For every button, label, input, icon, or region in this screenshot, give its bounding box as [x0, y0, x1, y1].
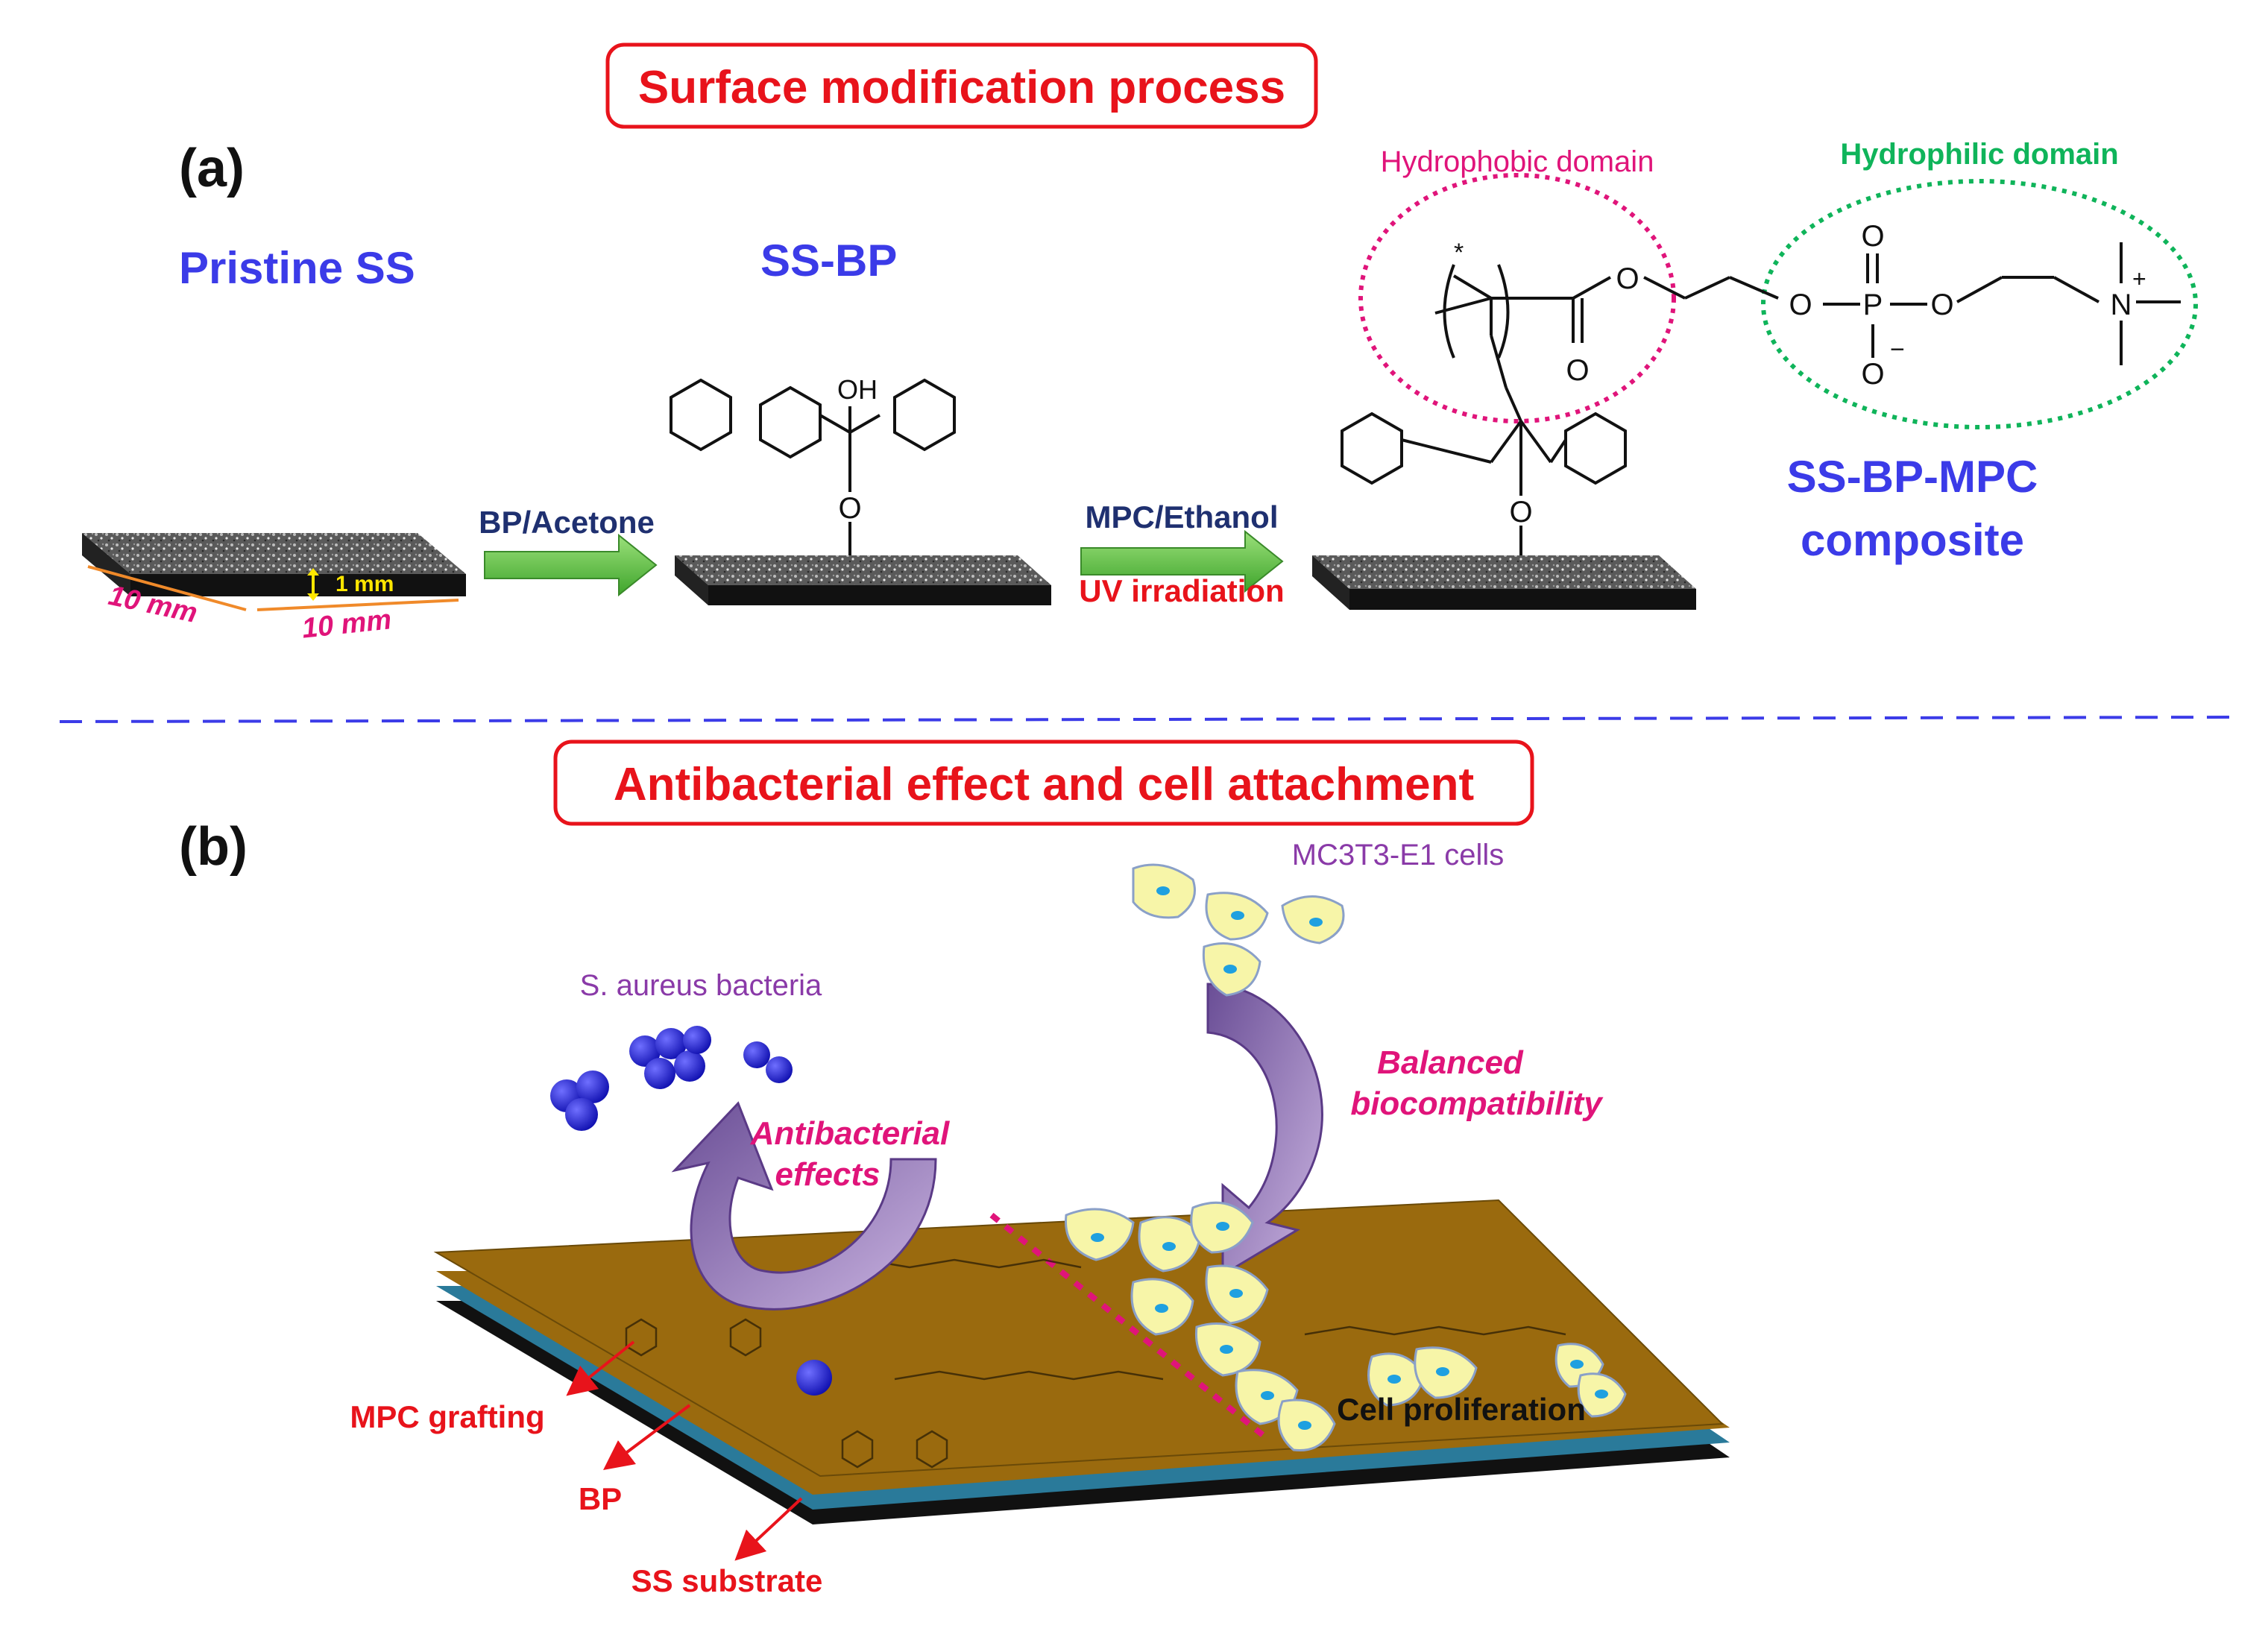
- section-divider: [59, 716, 2237, 723]
- dimension-width-arrow: [87, 565, 459, 611]
- step1-arrow: [484, 533, 658, 597]
- chem-o-anchor: O: [1509, 496, 1532, 529]
- chem-o-double: O: [1861, 220, 1884, 253]
- bacteria-clusters: [550, 1026, 832, 1396]
- bp-molecule: [670, 378, 956, 555]
- panel-b-title-box: [553, 740, 1534, 826]
- chem-o-ester: O: [1616, 262, 1639, 295]
- chem-star: *: [1454, 239, 1464, 267]
- panel-b-label: (b): [179, 817, 248, 877]
- ss-bp-plate: [675, 555, 1051, 605]
- hydrophilic-domain-label: Hydrophilic domain: [1840, 138, 2118, 171]
- pristine-ss-label: Pristine SS: [179, 243, 415, 293]
- dimension-thickness-arrow: [307, 568, 319, 601]
- hydrophobic-domain-label: Hydrophobic domain: [1381, 145, 1654, 178]
- balanced-label-line1: Balanced: [1377, 1044, 1524, 1081]
- ss-substrate-arrow: [734, 1497, 803, 1561]
- antibacterial-label-line2: effects: [775, 1156, 880, 1193]
- composite-label-line2: composite: [1801, 515, 2024, 565]
- panel-a-title-box: [605, 42, 1318, 129]
- chem-o-link2: O: [1930, 288, 1953, 321]
- surface-molecules: [625, 1258, 1566, 1469]
- chem-plus: +: [2132, 265, 2146, 292]
- layer-bp-label: BP: [579, 1481, 622, 1516]
- step2-label-line1: MPC/Ethanol: [1086, 499, 1279, 535]
- bp-o-label: O: [838, 492, 861, 525]
- layer-mpc-label: MPC grafting: [350, 1399, 544, 1434]
- step2-label-line2: UV irradiation: [1079, 573, 1284, 608]
- dim-length-label: 10 mm: [300, 604, 393, 644]
- cell-proliferation-label: Cell proliferation: [1337, 1392, 1586, 1427]
- dim-thickness-label: 1 mm: [336, 572, 394, 596]
- cells-label: MC3T3-E1 cells: [1292, 839, 1505, 871]
- bp-oh-label: OH: [837, 374, 878, 405]
- mpc-polymer-structure: [1341, 242, 2181, 555]
- ss-bp-mpc-plate: [1312, 555, 1696, 610]
- balanced-label-line2: biocompatibility: [1350, 1085, 1604, 1122]
- chem-o-minus: O: [1861, 358, 1884, 391]
- ss-bp-label: SS-BP: [760, 236, 897, 286]
- attached-cell-nuclei: [1091, 1222, 1608, 1430]
- chem-p: P: [1863, 288, 1883, 321]
- floating-cells: [1132, 863, 1345, 997]
- mpc-grafting-arrow: [566, 1340, 635, 1396]
- chem-o-link1: O: [1789, 288, 1812, 321]
- antibacterial-arrow: [671, 1101, 937, 1311]
- hydrophobic-domain-ellipse: [1358, 173, 1676, 423]
- step2-arrow: [1080, 529, 1284, 593]
- floating-cell-nuclei: [1156, 886, 1323, 974]
- biocompatibility-arrow: [1206, 983, 1323, 1277]
- surface-divider-line: [989, 1212, 1270, 1442]
- panel-b-title: Antibacterial effect and cell attachment: [614, 759, 1474, 810]
- panel-a-title: Surface modification process: [638, 62, 1285, 113]
- hydrophilic-domain-ellipse: [1761, 179, 2198, 429]
- bacteria-label: S. aureus bacteria: [580, 969, 822, 1002]
- antibacterial-label-line1: Antibacterial: [750, 1115, 950, 1152]
- chem-minus: −: [1890, 335, 1905, 364]
- step1-label: BP/Acetone: [479, 505, 655, 540]
- bp-layer-arrow: [603, 1404, 691, 1470]
- composite-label-line1: SS-BP-MPC: [1787, 452, 2038, 502]
- layer-ss-label: SS substrate: [631, 1563, 823, 1598]
- chem-n: N: [2111, 288, 2132, 321]
- panel-a-label: (a): [179, 139, 245, 198]
- pristine-ss-plate: [82, 533, 466, 596]
- chem-o-carbonyl: O: [1566, 354, 1589, 387]
